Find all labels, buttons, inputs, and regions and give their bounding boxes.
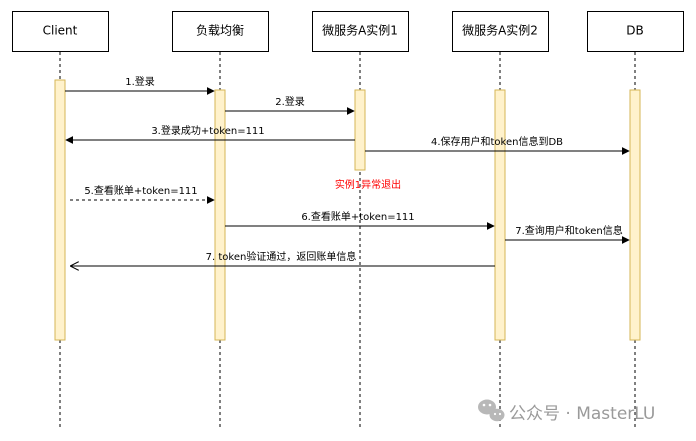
message-8-return-bill: 7. token验证通过，返回账单信息: [71, 250, 495, 266]
message-8-label: 7. token验证通过，返回账单信息: [206, 250, 357, 263]
message-1-label: 1.登录: [125, 75, 155, 88]
message-4-label: 4.保存用户和token信息到DB: [431, 135, 563, 148]
message-6-view-bill: 6.查看账单+token=111: [225, 210, 495, 230]
activation-instance-1: [354, 89, 366, 171]
activation-load-balancer: [214, 89, 226, 341]
message-5-label: 5.查看账单+token=111: [84, 184, 197, 197]
lifeline-instance-2: 微服务A实例2: [452, 11, 549, 430]
message-7-label: 7.查询用户和token信息: [515, 224, 623, 237]
participant-client-box: [12, 11, 109, 52]
message-5-view-bill: 5.查看账单+token=111: [70, 184, 215, 204]
participant-load-balancer-box: [172, 11, 269, 52]
participant-instance-2-box: [452, 11, 549, 52]
message-2-login: 2.登录: [225, 95, 355, 115]
watermark-text: 公众号 · MasterLU: [509, 404, 655, 424]
lifeline-db: DB: [587, 11, 684, 430]
watermark: 公众号 · MasterLU: [478, 399, 655, 424]
participant-instance-2-label: 微服务A实例2: [462, 23, 538, 38]
message-7-query-user: 7.查询用户和token信息: [505, 224, 630, 244]
message-6-label: 6.查看账单+token=111: [301, 210, 414, 223]
participant-instance-1-box: [312, 11, 409, 52]
message-3-login-success: 3.登录成功+token=111: [65, 124, 355, 144]
message-1-login: 1.登录: [65, 75, 215, 95]
participant-db-box: [587, 11, 684, 52]
participant-instance-1-label: 微服务A实例1: [322, 23, 398, 38]
participant-load-balancer-label: 负载均衡: [196, 24, 244, 38]
activation-client: [54, 79, 66, 341]
message-3-label: 3.登录成功+token=111: [151, 124, 264, 137]
activation-instance-2: [494, 89, 506, 341]
instance-1-crash-note: 实例1异常退出: [335, 178, 401, 191]
participant-client-label: Client: [43, 24, 78, 38]
message-4-save-to-db: 4.保存用户和token信息到DB: [365, 135, 630, 155]
message-2-label: 2.登录: [275, 95, 305, 108]
lifeline-load-balancer: 负载均衡: [172, 11, 269, 430]
participant-db-label: DB: [626, 24, 643, 38]
lifeline-client: Client: [12, 11, 109, 430]
activation-db: [629, 89, 641, 341]
lifeline-instance-1: 微服务A实例1: [312, 11, 409, 430]
wechat-icon: [478, 399, 505, 422]
